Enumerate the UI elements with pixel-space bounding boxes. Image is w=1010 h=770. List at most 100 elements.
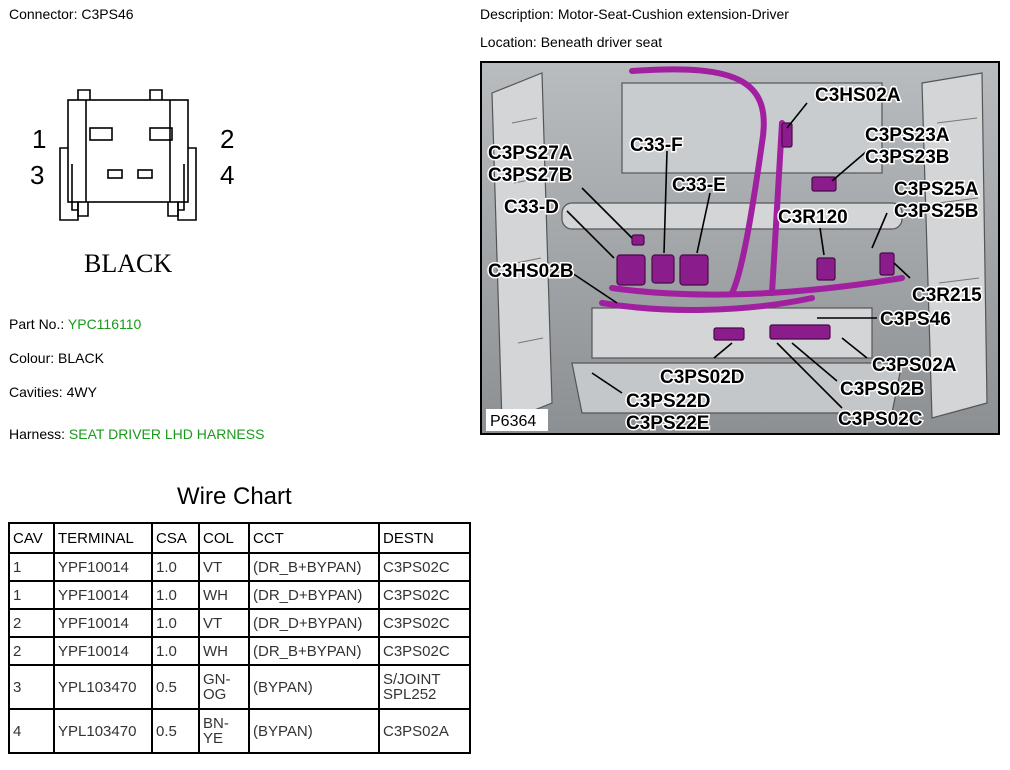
pin-3-label: 3 [30, 160, 44, 190]
description-line: Description: Motor-Seat-Cushion extensio… [480, 6, 789, 22]
connector-face-diagram: 1 2 3 4 BLACK [30, 89, 234, 278]
header-cav: CAV [8, 522, 55, 554]
cell-col: WH [198, 580, 250, 610]
table-row: 3 YPL103470 0.5 GN-OG (BYPAN) S/JOINT SP… [8, 664, 471, 710]
cell-col: GN-OG [198, 664, 250, 710]
wire-chart-title: Wire Chart [177, 483, 292, 510]
table-row: 4 YPL103470 0.5 BN-YE (BYPAN) C3PS02A [8, 708, 471, 754]
cell-csa: 1.0 [151, 580, 200, 610]
callout-c3ps25a: C3PS25A [894, 179, 979, 200]
header-terminal: TERMINAL [53, 522, 153, 554]
wire-chart-header-row: CAV TERMINAL CSA COL CCT DESTN [8, 522, 471, 554]
location-photo-illustration: C3HS02A C3PS23A C3PS23B C3PS27A C3PS27B … [482, 63, 998, 433]
callout-c3hs02b: C3HS02B [488, 261, 574, 282]
cell-destn: S/JOINT SPL252 [378, 664, 471, 710]
table-row: 1 YPF10014 1.0 WH (DR_D+BYPAN) C3PS02C [8, 580, 471, 610]
photo-ref-box [486, 409, 548, 431]
pin-1-label: 1 [32, 124, 46, 154]
callout-c3ps22d: C3PS22D [626, 391, 711, 412]
location-value: Beneath driver seat [540, 34, 663, 50]
cell-col: VT [198, 608, 250, 638]
cell-cct: (DR_B+BYPAN) [248, 636, 380, 666]
cell-cav: 4 [8, 708, 55, 754]
callout-c3ps02c: C3PS02C [838, 409, 923, 430]
cell-terminal: YPF10014 [53, 608, 153, 638]
cell-cct: (DR_D+BYPAN) [248, 608, 380, 638]
cell-terminal: YPF10014 [53, 580, 153, 610]
cell-cct: (BYPAN) [248, 664, 380, 710]
cell-col: WH [198, 636, 250, 666]
part-number-value: YPC116110 [67, 316, 142, 332]
callout-c3ps27b: C3PS27B [488, 165, 573, 186]
location-label: Location: [480, 34, 537, 50]
connector-color-label: BLACK [84, 249, 172, 278]
callout-c3ps27a: C3PS27A [488, 143, 573, 164]
pin-4-label: 4 [220, 160, 234, 190]
cell-terminal: YPF10014 [53, 636, 153, 666]
description-value: Motor-Seat-Cushion extension-Driver [557, 6, 789, 22]
callout-c3hs02a: C3HS02A [815, 85, 901, 106]
cell-col: VT [198, 552, 250, 582]
callout-c33-e: C33-E [672, 175, 726, 196]
cell-cct: (BYPAN) [248, 708, 380, 754]
callout-c3ps02d: C3PS02D [660, 367, 745, 388]
cell-destn: C3PS02C [378, 580, 471, 610]
colour-label: Colour: [9, 350, 55, 366]
harness-value: SEAT DRIVER LHD HARNESS [68, 426, 265, 442]
cavities-line: Cavities: 4WY [9, 384, 97, 400]
header-cct: CCT [248, 522, 380, 554]
callout-c3ps46: C3PS46 [880, 309, 951, 330]
wire-chart-table: CAV TERMINAL CSA COL CCT DESTN 1 YPF1001… [8, 522, 471, 754]
connector-line: Connector: C3PS46 [9, 6, 134, 22]
cell-destn: C3PS02A [378, 708, 471, 754]
callout-c3r215: C3R215 [912, 285, 982, 306]
location-photo: C3HS02A C3PS23A C3PS23B C3PS27A C3PS27B … [480, 61, 1000, 435]
callout-c3ps23a: C3PS23A [865, 125, 950, 146]
colour-value: BLACK [58, 350, 104, 366]
harness-label: Harness: [9, 426, 66, 442]
cell-cav: 1 [8, 552, 55, 582]
callout-c3ps25b: C3PS25B [894, 201, 979, 222]
cell-destn: C3PS02C [378, 608, 471, 638]
cell-csa: 1.0 [151, 608, 200, 638]
location-line: Location: Beneath driver seat [480, 34, 662, 50]
cell-csa: 0.5 [151, 664, 200, 710]
cell-csa: 0.5 [151, 708, 200, 754]
cell-destn: C3PS02C [378, 636, 471, 666]
table-row: 1 YPF10014 1.0 VT (DR_B+BYPAN) C3PS02C [8, 552, 471, 582]
photo-ref-label: P6364 [490, 413, 536, 430]
callout-c3ps02b: C3PS02B [840, 379, 925, 400]
cell-terminal: YPF10014 [53, 552, 153, 582]
table-row: 2 YPF10014 1.0 VT (DR_D+BYPAN) C3PS02C [8, 608, 471, 638]
header-csa: CSA [151, 522, 200, 554]
cell-destn: C3PS02C [378, 552, 471, 582]
part-number-line: Part No.: YPC116110 [9, 316, 141, 332]
callout-c33-d: C33-D [504, 197, 559, 218]
cell-cav: 3 [8, 664, 55, 710]
cell-cct: (DR_D+BYPAN) [248, 580, 380, 610]
table-row: 2 YPF10014 1.0 WH (DR_B+BYPAN) C3PS02C [8, 636, 471, 666]
callout-c3ps22e: C3PS22E [626, 413, 709, 433]
cell-cav: 2 [8, 636, 55, 666]
cavities-label: Cavities: [9, 384, 63, 400]
cell-terminal: YPL103470 [53, 708, 153, 754]
connector-label: Connector: [9, 6, 78, 22]
header-destn: DESTN [378, 522, 471, 554]
callout-c3r120: C3R120 [778, 207, 848, 228]
description-label: Description: [480, 6, 554, 22]
pin-2-label: 2 [220, 124, 234, 154]
cavities-value: 4WY [66, 384, 97, 400]
callout-c3ps23b: C3PS23B [865, 147, 950, 168]
colour-line: Colour: BLACK [9, 350, 104, 366]
cell-col: BN-YE [198, 708, 250, 754]
part-number-label: Part No.: [9, 316, 65, 332]
cell-terminal: YPL103470 [53, 664, 153, 710]
cell-csa: 1.0 [151, 552, 200, 582]
harness-line: Harness: SEAT DRIVER LHD HARNESS [9, 426, 264, 442]
callout-c33-f: C33-F [630, 135, 683, 156]
header-col: COL [198, 522, 250, 554]
cell-cct: (DR_B+BYPAN) [248, 552, 380, 582]
connector-id: C3PS46 [81, 6, 134, 22]
cell-csa: 1.0 [151, 636, 200, 666]
callout-c3ps02a: C3PS02A [872, 355, 957, 376]
